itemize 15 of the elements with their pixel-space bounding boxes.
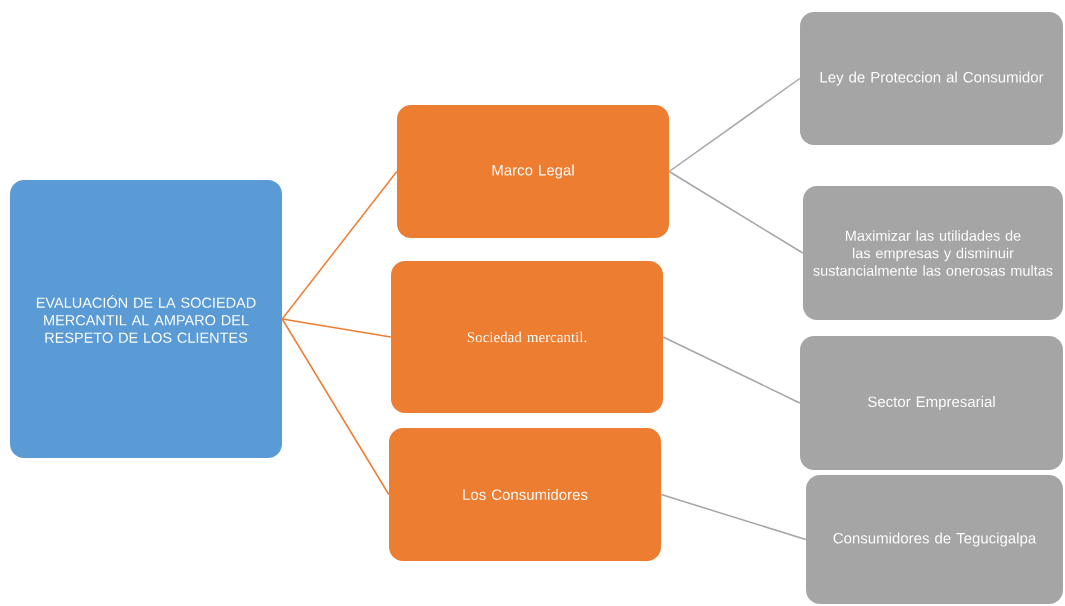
connector-line — [662, 336, 801, 404]
detail-box: Sector Empresarial — [800, 336, 1063, 470]
detail-box: Consumidores de Tegucigalpa — [806, 475, 1063, 604]
detail-box: Ley de Proteccion al Consumidor — [800, 12, 1063, 145]
category-box: Los Consumidores — [389, 428, 661, 561]
category-box: Marco Legal — [397, 105, 669, 238]
category-box: Sociedad mercantil. — [391, 261, 663, 413]
connector-line — [668, 77, 801, 173]
connector-line — [281, 318, 392, 338]
connector-line — [660, 493, 807, 541]
connector-line — [281, 170, 398, 320]
detail-box: Maximizar las utilidades de las empresas y disminuir sustancialmente las onerosas multas — [803, 186, 1063, 320]
topic-box: EVALUACIÓN DE LA SOCIEDAD MERCANTIL AL AMPARO DEL RESPETO DE LOS CLIENTES — [10, 180, 282, 458]
connector-line — [668, 170, 804, 254]
connector-line — [281, 318, 390, 496]
